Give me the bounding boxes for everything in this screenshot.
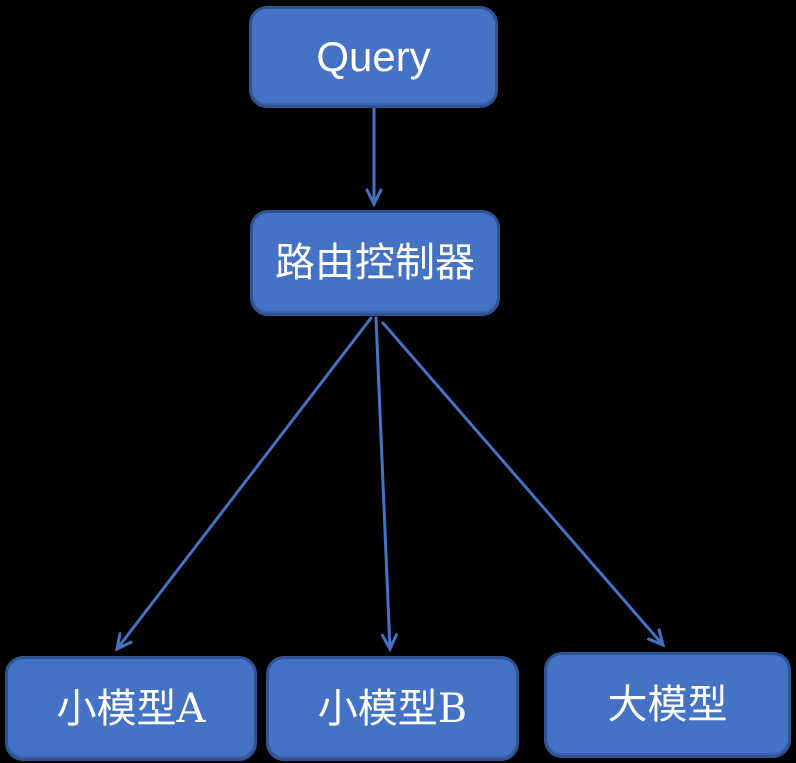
arrow-router-to-model-a: [114, 316, 373, 652]
node-model-a-label: 小模型A: [56, 685, 206, 732]
node-model-large-label: 大模型: [607, 682, 728, 728]
node-router-label: 路由控制器: [275, 240, 475, 286]
node-query-label: Query: [316, 33, 431, 80]
arrow-router-to-model-b: [374, 316, 398, 653]
node-model-large: 大模型: [544, 652, 791, 758]
node-model-b: 小模型B: [266, 656, 519, 761]
arrow-router-to-model-large: [381, 321, 666, 648]
node-model-b-label: 小模型B: [317, 685, 468, 732]
node-model-a: 小模型A: [5, 656, 257, 761]
node-router: 路由控制器: [250, 210, 500, 316]
node-query: Query: [249, 6, 498, 108]
